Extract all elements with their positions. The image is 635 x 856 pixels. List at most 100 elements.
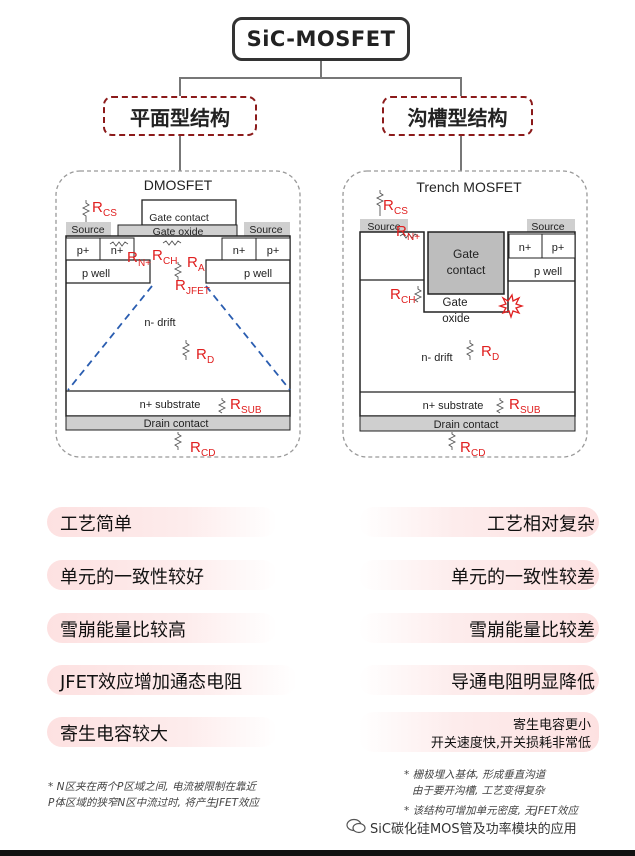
planar-resistor-n bbox=[109, 241, 129, 247]
trench-resistor-d bbox=[465, 340, 475, 360]
trench-drain-contact-label: Drain contact bbox=[434, 419, 499, 431]
trench-gate-oxide-label-2: oxide bbox=[442, 313, 470, 325]
planar-r-ch: R bbox=[152, 247, 163, 264]
planar-body bbox=[65, 235, 291, 417]
footer-bar bbox=[0, 850, 635, 856]
trench-r-sub-sub: SUB bbox=[520, 405, 541, 416]
planar-resistor-sub bbox=[217, 398, 227, 414]
trench-p-well-label: p well bbox=[534, 266, 562, 278]
planar-r-ch-sub: CH bbox=[163, 256, 177, 267]
planar-source-right-label: Source bbox=[249, 224, 282, 236]
planar-r-n-sub: N+ bbox=[138, 258, 151, 269]
cmp-left-bg-1 bbox=[47, 507, 277, 537]
category-trench-label: 沟槽型结构 bbox=[407, 105, 508, 130]
category-planar: 平面型结构 bbox=[103, 96, 257, 136]
planar-r-cd-sub: CD bbox=[201, 448, 215, 459]
cmp-left-bg-3 bbox=[47, 613, 277, 643]
cmp-left-bg-5 bbox=[47, 717, 277, 747]
trench-p-plus bbox=[541, 233, 576, 259]
planar-n-drift-label: n- drift bbox=[144, 317, 175, 329]
trench-r-cs-sub: CS bbox=[394, 206, 408, 217]
cmp-right-5-line-1: 寄生电容更小 bbox=[512, 718, 591, 733]
trench-p-plus-label: p+ bbox=[552, 242, 565, 254]
cmp-right-bg-3 bbox=[359, 613, 599, 643]
planar-r-jfet: R bbox=[175, 277, 186, 294]
planar-r-d: R bbox=[196, 346, 207, 363]
planar-p-well-right bbox=[205, 259, 290, 284]
cmp-left-bg-4 bbox=[47, 665, 297, 695]
trench-gate-contact bbox=[427, 231, 505, 295]
trench-r-ch: R bbox=[390, 286, 401, 303]
cmp-left-1: 工艺简单 bbox=[60, 514, 132, 535]
trench-resistor-sub bbox=[495, 398, 505, 414]
planar-p-plus-right-label: p+ bbox=[267, 245, 280, 257]
planar-r-cs-sub: CS bbox=[103, 208, 117, 219]
trench-source-left-label: Source bbox=[367, 221, 400, 233]
trench-source-right-label: Source bbox=[531, 221, 564, 233]
category-trench: 沟槽型结构 bbox=[382, 96, 533, 136]
tree-line-horizontal bbox=[179, 77, 462, 79]
planar-r-a-sub: A bbox=[198, 263, 205, 274]
planar-title: DMOSFET bbox=[144, 177, 213, 193]
planar-drain-contact-label: Drain contact bbox=[144, 418, 209, 430]
planar-p-plus-left-label: p+ bbox=[77, 245, 90, 257]
trench-n-plus-label: n+ bbox=[519, 242, 532, 254]
planar-source-right bbox=[244, 222, 290, 236]
trench-r-cd-sub: CD bbox=[471, 448, 485, 459]
planar-gate-contact bbox=[141, 199, 237, 226]
planar-resistor-ch bbox=[162, 240, 182, 246]
trench-n-substrate-label: n+ substrate bbox=[423, 400, 484, 412]
structure-diagrams: DMOSFET Gate contact Gate oxide Source S… bbox=[55, 170, 588, 459]
cmp-right-bg-5 bbox=[359, 712, 599, 752]
tree-line-vertical-top bbox=[320, 61, 322, 78]
planar-r-sub-sub: SUB bbox=[241, 405, 262, 416]
planar-jfet-line-right bbox=[205, 285, 291, 391]
tree-line-right-down bbox=[460, 136, 462, 171]
planar-resistor-jfet bbox=[173, 262, 183, 280]
trench-source-right bbox=[527, 219, 575, 232]
trench-title: Trench MOSFET bbox=[416, 179, 522, 195]
trench-stress-burst-icon bbox=[497, 293, 525, 320]
trench-r-d: R bbox=[481, 343, 492, 360]
planar-resistor-d bbox=[181, 340, 191, 360]
trench-r-n: R bbox=[396, 223, 407, 240]
trench-n-drift-label: n- drift bbox=[421, 352, 452, 364]
cmp-left-5: 寄生电容较大 bbox=[60, 724, 168, 745]
page-title-box: SiC-MOSFET bbox=[232, 17, 410, 61]
trench-r-cs: R bbox=[383, 197, 394, 214]
planar-r-n: R bbox=[127, 249, 138, 266]
trench-r-n-sub: N+ bbox=[407, 232, 420, 243]
planar-r-d-sub: D bbox=[207, 355, 214, 366]
planar-r-cs: R bbox=[92, 199, 103, 216]
trench-frame bbox=[342, 170, 588, 458]
planar-resistor-cs bbox=[81, 200, 91, 222]
cmp-right-4: 导通电阻明显降低 bbox=[451, 672, 595, 693]
planar-jfet-line-left bbox=[67, 285, 153, 391]
planar-drain-contact bbox=[65, 415, 291, 431]
trench-r-d-sub: D bbox=[492, 352, 499, 363]
planar-n-substrate-label: n+ substrate bbox=[140, 399, 201, 411]
planar-p-well-left-label: p well bbox=[82, 268, 110, 280]
planar-n-plus-left-label: n+ bbox=[111, 245, 124, 257]
trench-drain-contact bbox=[359, 415, 576, 432]
note-right-2: 由于要开沟槽, 工艺变得复杂 bbox=[412, 785, 545, 797]
cmp-right-2: 单元的一致性较差 bbox=[451, 567, 595, 588]
planar-frame bbox=[55, 170, 301, 458]
note-left-1: * N区夹在两个P区域之间, 电流被限制在靠近 bbox=[48, 781, 256, 793]
wechat-icon bbox=[346, 818, 366, 834]
planar-r-sub: R bbox=[230, 396, 241, 413]
note-left-2: P体区域的狭窄N区中流过时, 将产生JFET效应 bbox=[48, 797, 260, 809]
planar-source-left bbox=[66, 222, 111, 236]
cmp-left-4: JFET效应增加通态电阻 bbox=[60, 672, 243, 693]
tree-line-right bbox=[460, 77, 462, 96]
cmp-right-bg-2 bbox=[359, 560, 599, 590]
planar-r-jfet-sub: JFET bbox=[186, 286, 210, 297]
cmp-right-5-line-2: 开关速度快,开关损耗非常低 bbox=[430, 736, 591, 751]
trench-resistor-cs bbox=[375, 190, 385, 216]
trench-resistor-cd bbox=[447, 432, 457, 450]
planar-r-a: R bbox=[187, 254, 198, 271]
trench-resistor-n bbox=[399, 233, 419, 239]
planar-gate-contact-label: Gate contact bbox=[149, 212, 209, 224]
planar-p-well-right-label: p well bbox=[244, 268, 272, 280]
planar-p-well-left bbox=[66, 259, 151, 284]
